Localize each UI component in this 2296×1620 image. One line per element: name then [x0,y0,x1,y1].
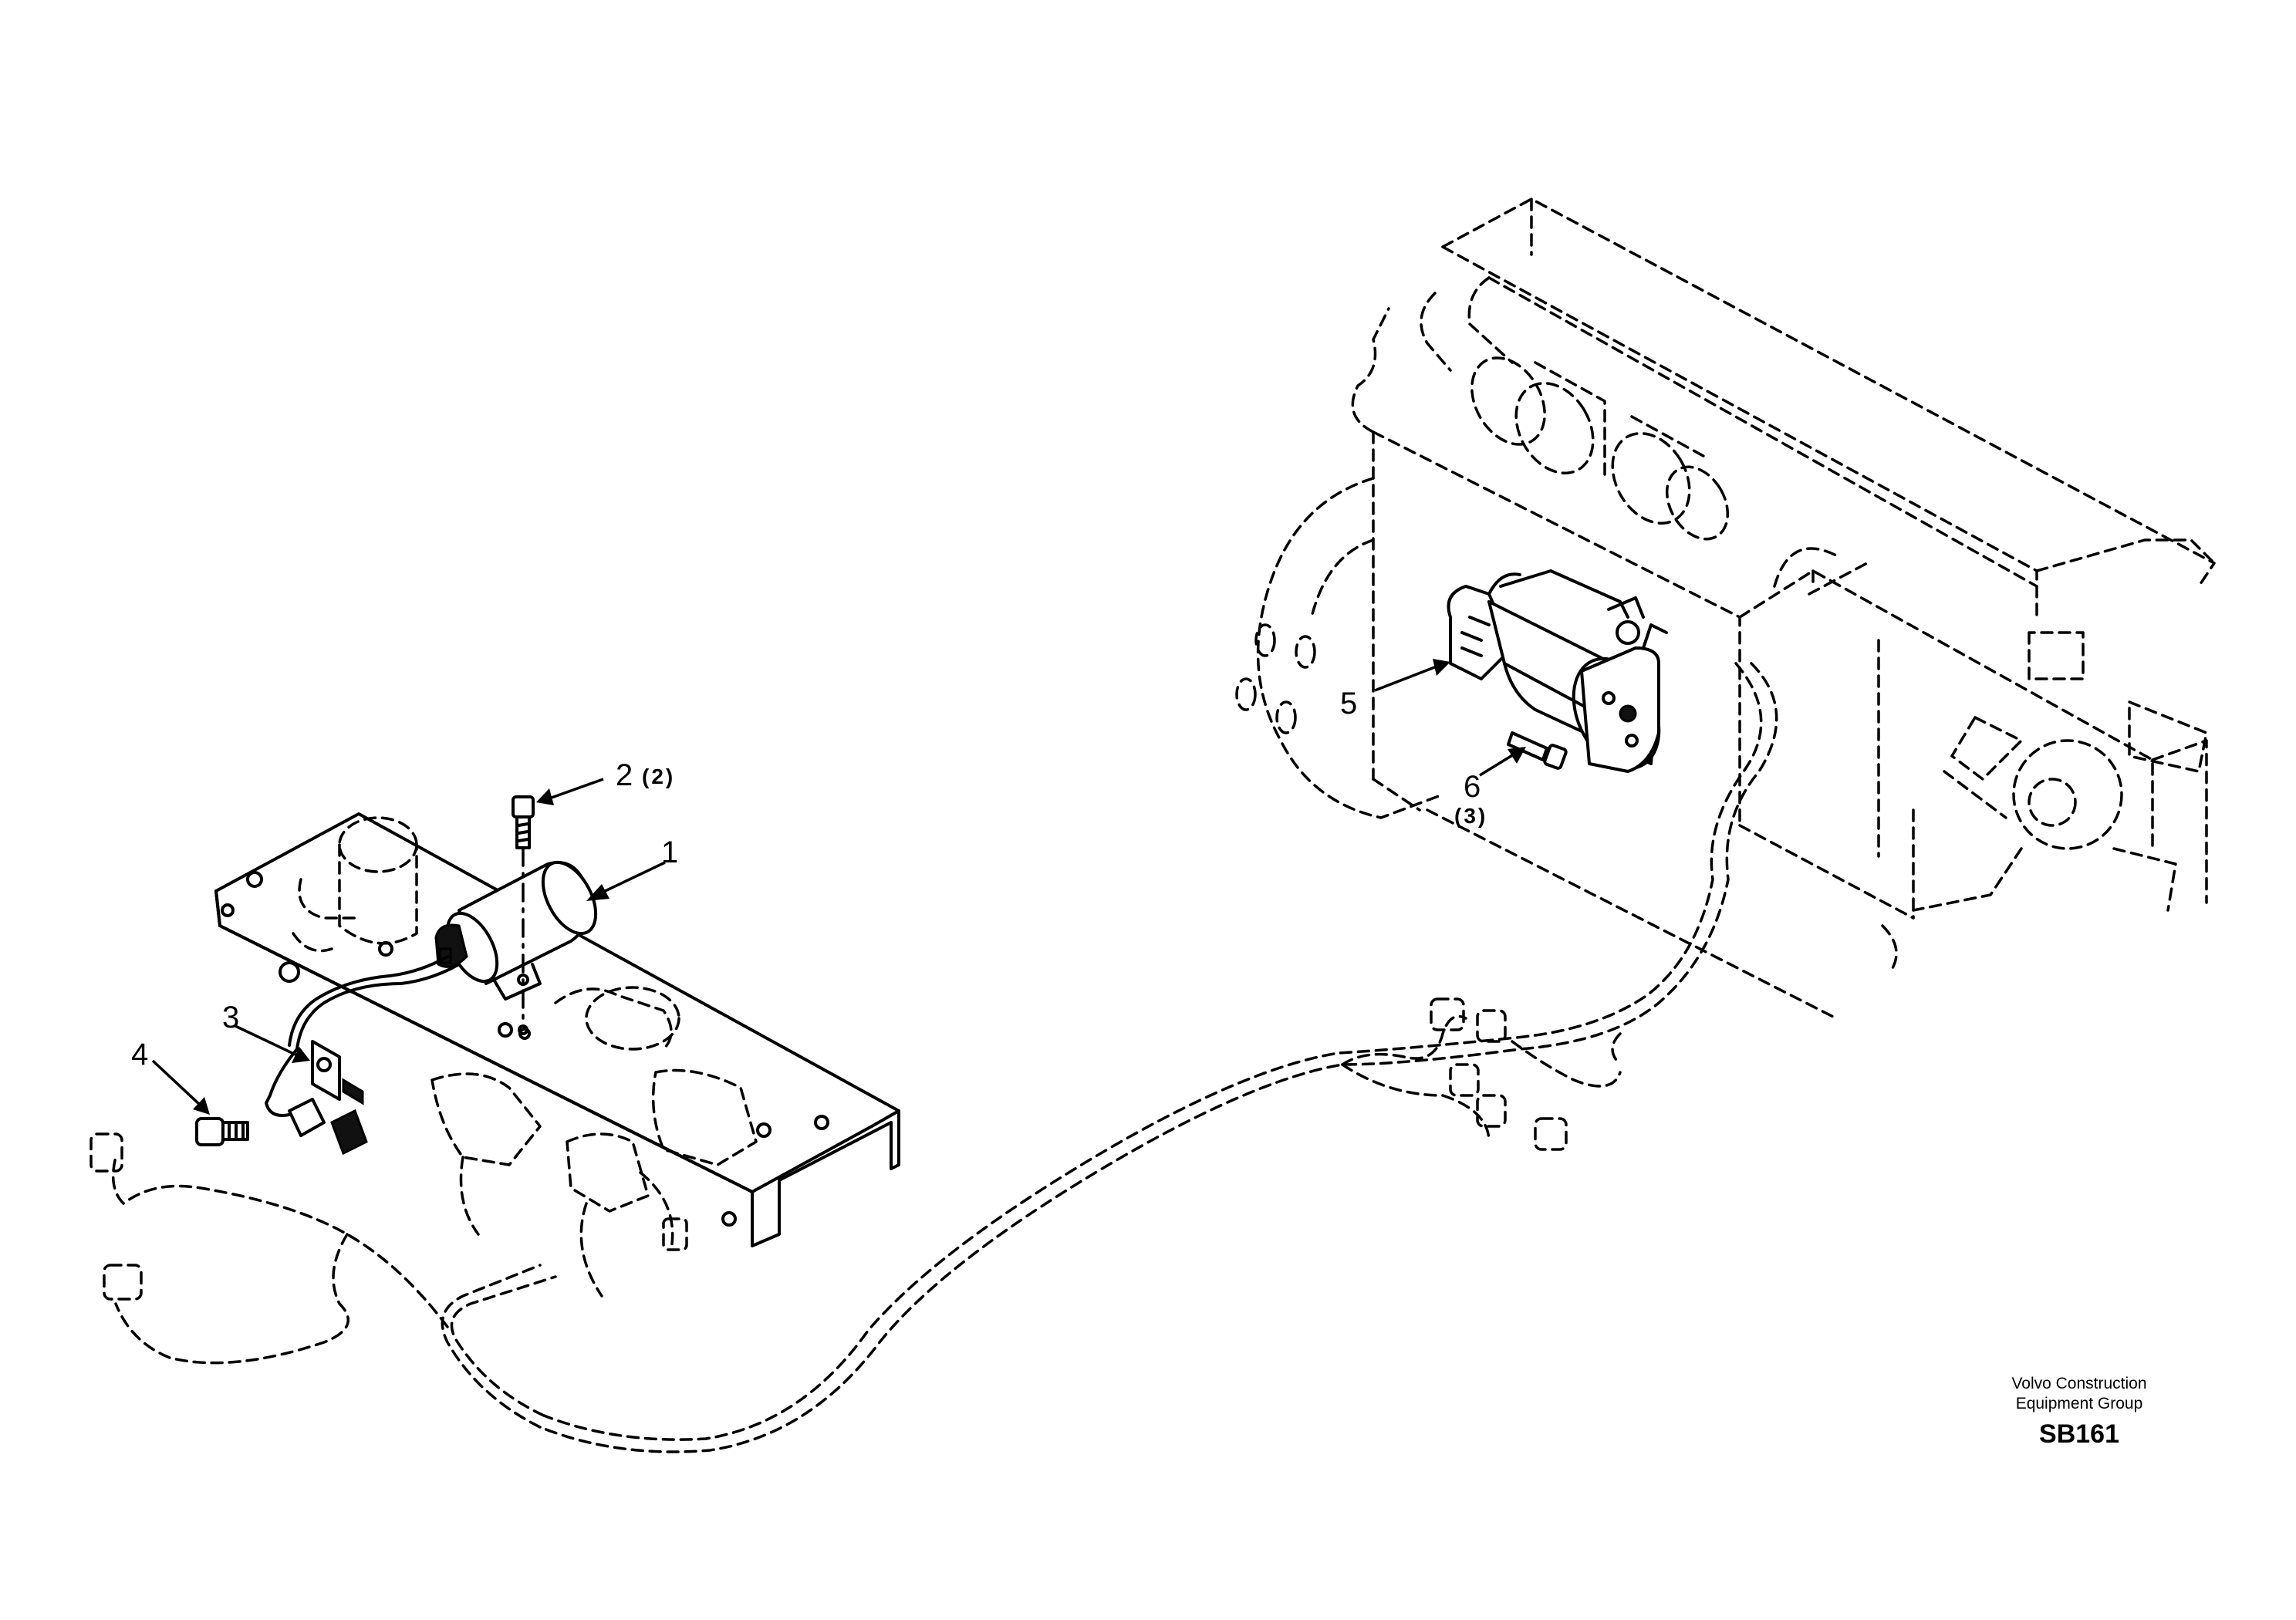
company-name-line2: Equipment Group [2016,1395,2143,1412]
callout-3-number: 3 [222,1001,239,1034]
leader-lines [151,659,1526,1115]
callout-4-number: 4 [131,1038,148,1072]
wiring-harness [89,662,1778,1453]
callout-1-number: 1 [661,835,678,869]
callout-3: 3 [222,1001,239,1034]
bolt-item-4 [195,1117,249,1146]
callout-4: 4 [131,1038,148,1072]
drawing-code: SB161 [2039,1419,2119,1449]
bolt-item-2 [512,795,535,1035]
connector-plug [265,1048,368,1156]
callout-2: 2 (2) [616,758,675,792]
company-name-line1: Volvo Construction [2011,1375,2146,1392]
engine-block-outline [1235,197,2216,1020]
callout-5: 5 [1340,687,1357,721]
title-block: Volvo Construction Equipment Group SB161 [2011,1375,2146,1449]
callout-6-number: 6 [1464,770,1481,804]
callout-2-number: 2 [616,758,633,792]
callout-1: 1 [661,835,678,869]
bolt-item-6 [1507,731,1568,770]
callout-5-number: 5 [1340,687,1357,721]
callout-6-quantity: (3) [1454,804,1487,828]
clip-item-3 [311,1040,364,1105]
plate-components-outline [292,816,758,1298]
callout-6: 6 (3) [1454,770,1487,828]
callout-2-quantity: (2) [642,764,675,788]
starter-motor [1447,569,1668,773]
mounting-plate [214,812,900,1247]
